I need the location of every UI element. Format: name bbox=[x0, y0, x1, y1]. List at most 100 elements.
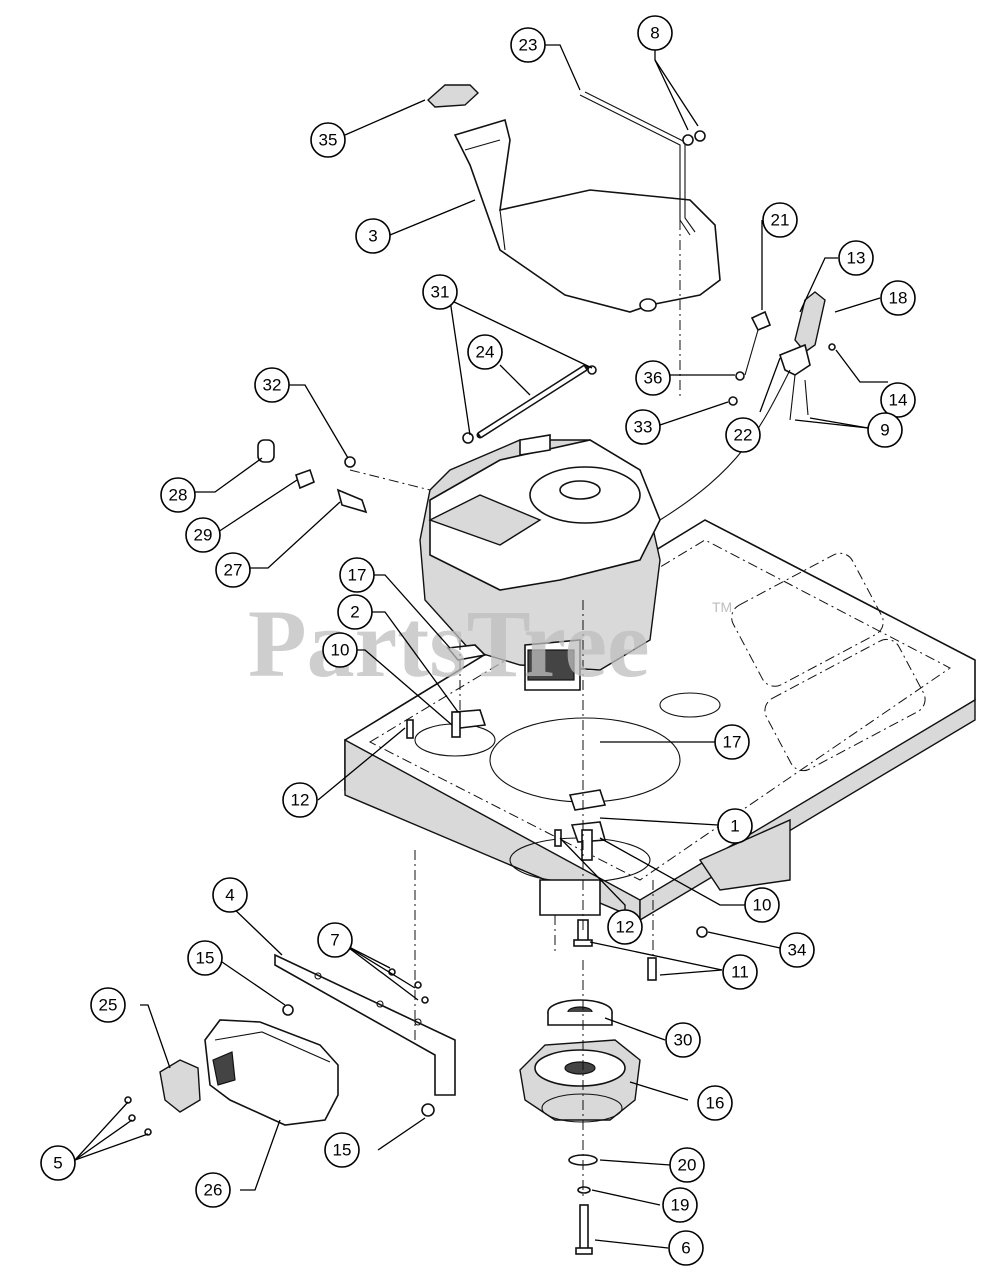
watermark-text: PartsTree bbox=[248, 590, 650, 697]
leader-lines bbox=[74, 44, 888, 1249]
callout-5[interactable]: 5 bbox=[40, 1145, 76, 1181]
callout-26[interactable]: 26 bbox=[195, 1172, 231, 1208]
svg-text:6: 6 bbox=[681, 1239, 690, 1258]
callout-4[interactable]: 4 bbox=[212, 877, 248, 913]
svg-text:28: 28 bbox=[169, 486, 188, 505]
svg-text:4: 4 bbox=[225, 886, 234, 905]
callout-2[interactable]: 2 bbox=[337, 594, 373, 630]
svg-text:33: 33 bbox=[634, 418, 653, 437]
callout-12-left[interactable]: 12 bbox=[282, 782, 318, 818]
svg-text:36: 36 bbox=[644, 369, 663, 388]
callout-22[interactable]: 22 bbox=[725, 417, 761, 453]
callout-34[interactable]: 34 bbox=[779, 932, 815, 968]
callout-16[interactable]: 16 bbox=[697, 1085, 733, 1121]
callout-30[interactable]: 30 bbox=[665, 1022, 701, 1058]
callout-24[interactable]: 24 bbox=[467, 334, 503, 370]
svg-text:29: 29 bbox=[194, 526, 213, 545]
callout-29[interactable]: 29 bbox=[185, 517, 221, 553]
callout-12-right[interactable]: 12 bbox=[607, 909, 643, 945]
svg-text:35: 35 bbox=[319, 131, 338, 150]
svg-text:15: 15 bbox=[333, 1141, 352, 1160]
svg-text:20: 20 bbox=[678, 1156, 697, 1175]
svg-text:25: 25 bbox=[99, 996, 118, 1015]
svg-text:31: 31 bbox=[431, 283, 450, 302]
fuel-line-rod bbox=[476, 91, 696, 439]
svg-text:26: 26 bbox=[204, 1181, 223, 1200]
callouts: 23 8 35 3 21 13 18 31 24 36 14 32 33 22 … bbox=[40, 15, 916, 1266]
svg-text:18: 18 bbox=[889, 289, 908, 308]
callout-23[interactable]: 23 bbox=[510, 27, 546, 63]
svg-text:19: 19 bbox=[671, 1196, 690, 1215]
svg-text:34: 34 bbox=[788, 941, 807, 960]
callout-11[interactable]: 11 bbox=[722, 954, 758, 990]
muffler-guard bbox=[159, 1059, 201, 1113]
svg-text:12: 12 bbox=[616, 918, 635, 937]
svg-text:9: 9 bbox=[880, 421, 889, 440]
svg-text:23: 23 bbox=[519, 36, 538, 55]
muffler-bracket bbox=[274, 953, 456, 1096]
svg-text:2: 2 bbox=[350, 603, 359, 622]
fuel-tank bbox=[453, 118, 721, 313]
callout-1[interactable]: 1 bbox=[717, 808, 753, 844]
callout-6[interactable]: 6 bbox=[668, 1230, 704, 1266]
mower-frame bbox=[344, 519, 976, 955]
svg-text:10: 10 bbox=[753, 896, 772, 915]
muffler-fasteners bbox=[124, 968, 435, 1136]
watermark: PartsTree TM bbox=[248, 590, 732, 697]
svg-text:14: 14 bbox=[889, 391, 908, 410]
watermark-tm: TM bbox=[712, 599, 732, 615]
svg-text:3: 3 bbox=[368, 227, 377, 246]
callout-19[interactable]: 19 bbox=[662, 1187, 698, 1223]
callout-10-upper[interactable]: 10 bbox=[322, 632, 358, 668]
svg-text:30: 30 bbox=[674, 1031, 693, 1050]
svg-text:17: 17 bbox=[723, 733, 742, 752]
callout-9[interactable]: 9 bbox=[867, 412, 903, 448]
muffler bbox=[204, 1019, 339, 1126]
assembly-centerlines bbox=[349, 160, 681, 1200]
svg-text:8: 8 bbox=[650, 24, 659, 43]
svg-text:10: 10 bbox=[331, 641, 350, 660]
svg-text:17: 17 bbox=[348, 566, 367, 585]
callout-32[interactable]: 32 bbox=[254, 367, 290, 403]
engine bbox=[419, 434, 661, 691]
svg-text:13: 13 bbox=[847, 249, 866, 268]
callout-7[interactable]: 7 bbox=[317, 922, 353, 958]
svg-text:15: 15 bbox=[196, 949, 215, 968]
callout-25[interactable]: 25 bbox=[90, 987, 126, 1023]
callout-18[interactable]: 18 bbox=[880, 280, 916, 316]
svg-text:1: 1 bbox=[730, 817, 739, 836]
callout-35[interactable]: 35 bbox=[310, 122, 346, 158]
svg-text:24: 24 bbox=[476, 343, 495, 362]
callout-8[interactable]: 8 bbox=[637, 15, 673, 51]
svg-text:27: 27 bbox=[224, 561, 243, 580]
callout-13[interactable]: 13 bbox=[838, 240, 874, 276]
callout-20[interactable]: 20 bbox=[669, 1147, 705, 1183]
callout-15-lower[interactable]: 15 bbox=[324, 1132, 360, 1168]
svg-text:32: 32 bbox=[263, 376, 282, 395]
callout-33[interactable]: 33 bbox=[625, 409, 661, 445]
callout-27[interactable]: 27 bbox=[215, 552, 251, 588]
callout-36[interactable]: 36 bbox=[635, 360, 671, 396]
svg-text:22: 22 bbox=[734, 426, 753, 445]
engine-spacers bbox=[406, 644, 607, 861]
svg-text:11: 11 bbox=[731, 963, 749, 982]
throttle-control bbox=[659, 291, 836, 521]
callout-14[interactable]: 14 bbox=[880, 382, 916, 418]
fuel-cap bbox=[426, 84, 480, 108]
svg-text:21: 21 bbox=[771, 211, 790, 230]
pto-clutch-assembly bbox=[519, 919, 708, 1255]
callout-17-lower[interactable]: 17 bbox=[714, 724, 750, 760]
callout-28[interactable]: 28 bbox=[160, 477, 196, 513]
callout-21[interactable]: 21 bbox=[762, 202, 798, 238]
callout-3[interactable]: 3 bbox=[355, 218, 391, 254]
fasteners-top bbox=[257, 130, 706, 514]
svg-text:5: 5 bbox=[53, 1154, 62, 1173]
callout-31[interactable]: 31 bbox=[422, 274, 458, 310]
svg-text:12: 12 bbox=[291, 791, 310, 810]
callout-17-upper[interactable]: 17 bbox=[339, 557, 375, 593]
callout-15-upper[interactable]: 15 bbox=[187, 940, 223, 976]
svg-text:16: 16 bbox=[706, 1094, 725, 1113]
svg-text:7: 7 bbox=[330, 931, 339, 950]
callout-10-lower[interactable]: 10 bbox=[744, 887, 780, 923]
